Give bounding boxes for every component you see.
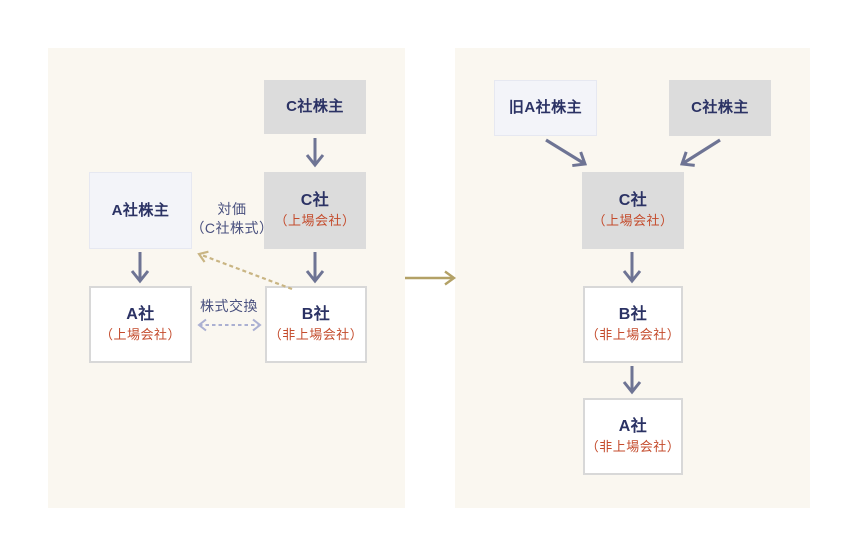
after-c-company-box: C社 （上場会社） xyxy=(582,172,684,249)
after-b-company-box: B社 （非上場会社） xyxy=(583,286,683,363)
consideration-label-line1: 対価 xyxy=(217,201,247,217)
before-a-shareholders-label: A社株主 xyxy=(111,201,170,219)
before-b-company-sublabel: （非上場会社） xyxy=(268,327,364,343)
after-former-a-shareholders-box: 旧A社株主 xyxy=(494,80,597,136)
before-a-shareholders-box: A社株主 xyxy=(89,172,192,249)
after-a-company-label: A社 xyxy=(618,418,648,436)
after-a-company-box: A社 （非上場会社） xyxy=(583,398,683,475)
after-c-company-sublabel: （上場会社） xyxy=(592,213,674,229)
share-exchange-label: 株式交換 xyxy=(200,298,258,314)
after-c-company-label: C社 xyxy=(618,192,648,210)
consideration-label-line2: （C社株式） xyxy=(190,220,274,236)
before-b-company-label: B社 xyxy=(301,306,331,324)
after-c-shareholders-label: C社株主 xyxy=(691,99,749,116)
before-c-shareholders-label: C社株主 xyxy=(286,98,344,115)
consideration-label: 対価 （C社株式） xyxy=(186,200,278,238)
before-b-company-box: B社 （非上場会社） xyxy=(265,286,367,363)
before-a-company-box: A社 （上場会社） xyxy=(89,286,192,363)
before-a-company-label: A社 xyxy=(126,306,155,324)
before-c-shareholders-box: C社株主 xyxy=(264,80,366,134)
after-a-company-sublabel: （非上場会社） xyxy=(585,439,681,455)
before-c-company-sublabel: （上場会社） xyxy=(274,213,356,229)
before-c-company-label: C社 xyxy=(300,192,330,210)
after-b-company-label: B社 xyxy=(618,306,648,324)
after-former-a-shareholders-label: 旧A社株主 xyxy=(508,99,583,116)
before-c-company-box: C社 （上場会社） xyxy=(264,172,366,249)
after-c-shareholders-box: C社株主 xyxy=(669,80,771,136)
before-a-company-sublabel: （上場会社） xyxy=(99,327,181,343)
after-b-company-sublabel: （非上場会社） xyxy=(585,327,681,343)
